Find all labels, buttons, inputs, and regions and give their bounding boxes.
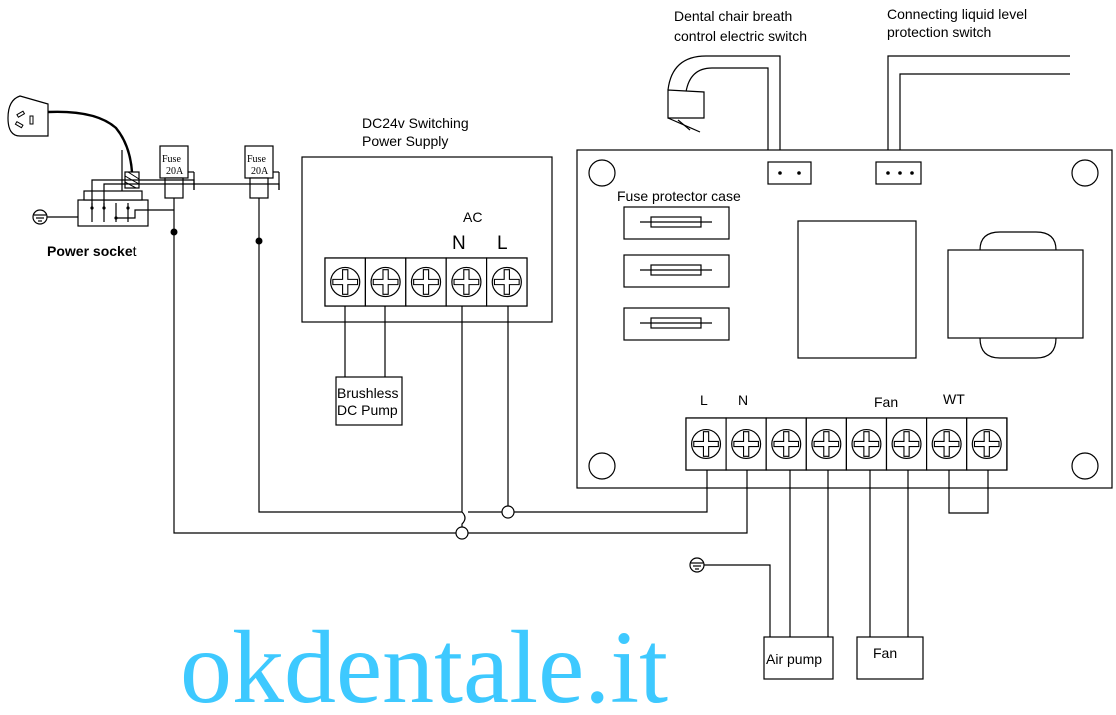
screw-terminal-icon [966,417,1008,471]
screw-terminal-icon [445,257,488,307]
screw-terminal-icon [885,417,928,471]
plug-cord [47,110,134,173]
junction-dot [170,228,178,236]
air-pump-box [763,636,834,680]
screw-terminal-icon [925,417,968,471]
liquid-level-switch-label-1: Connecting liquid level [887,6,1027,22]
power-socket [77,190,149,227]
board-terminals [685,417,1008,471]
board-n-label: N [738,392,748,408]
board-l-label: L [700,392,708,408]
screw-terminal-icon [845,417,888,471]
psu-terminals [324,257,528,307]
fuse2-text-top: Fuse [247,154,266,165]
pump-label-2: DC Pump [337,402,398,418]
psu-n-label: N [452,233,466,254]
junction-node [501,505,515,519]
wt-jumper [948,470,989,514]
junction-node [455,526,469,540]
dental-chair-switch-label-2: control electric switch [674,28,807,44]
ground-icon [689,557,771,637]
pump-label-1: Brushless [337,385,398,401]
liquid-level-switch-label-2: protection switch [887,24,991,40]
fuse1-text-bottom: 20A [166,166,184,177]
screw-terminal-icon [685,417,727,471]
power-supply-title-2: Power Supply [362,133,448,149]
board-wt-label: WT [943,391,965,407]
screw-terminal-icon [725,417,767,471]
fuse-icon [244,145,280,218]
screw-terminal-icon [324,257,367,307]
power-supply-title-1: DC24v Switching [362,115,469,131]
mount-hole-icon [588,159,616,187]
fuse-case [623,254,730,288]
screw-terminal-icon [765,417,807,471]
fuse-protector-label: Fuse protector case [617,188,741,204]
ground-icon [32,209,78,225]
board-fan-label: Fan [874,394,898,410]
fan-box [856,636,924,680]
mount-hole-icon [1071,452,1099,480]
dental-chair-switch [667,55,781,166]
fuse-case [623,307,730,341]
brushless-pump-box [335,376,403,426]
mount-hole-icon [1071,159,1099,187]
dental-chair-switch-label-1: Dental chair breath [674,8,792,24]
psu-l-label: L [497,233,508,254]
fuse1-text-top: Fuse [162,154,181,165]
power-socket-label: Power socket [47,243,137,259]
watermark: okdentale.it [180,610,668,715]
plug-icon [7,95,49,137]
fuse-case [623,206,730,240]
ac-label: AC [463,209,482,225]
chair-switch-connector [767,161,812,185]
liquid-level-switch-wires [887,55,1070,166]
fan-box-label: Fan [873,645,897,661]
screw-terminal-icon [405,257,447,307]
mount-hole-icon [588,452,616,480]
board-chip [797,220,917,359]
transformer-icon [947,231,1084,359]
screw-terminal-icon [364,257,407,307]
screw-terminal-icon [486,257,528,307]
junction-dot [255,237,263,245]
air-pump-label: Air pump [766,651,822,667]
screw-terminal-icon [805,417,847,471]
fuse2-text-bottom: 20A [251,166,269,177]
